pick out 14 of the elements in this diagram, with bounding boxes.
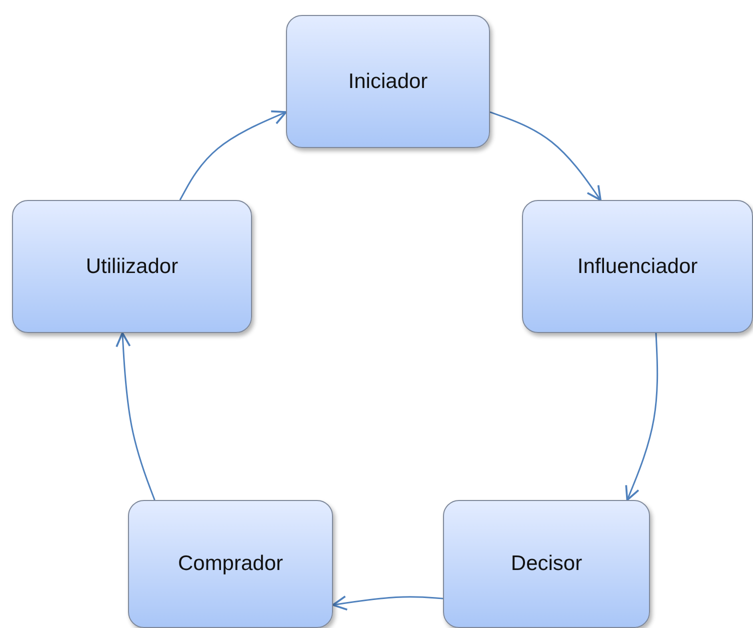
curved-arrow xyxy=(116,332,156,500)
role-box xyxy=(522,200,753,333)
role-label: Iniciador xyxy=(348,70,428,94)
curved-arrow xyxy=(490,111,602,201)
role-label: Decisor xyxy=(510,552,582,576)
role-label: Comprador xyxy=(178,552,284,576)
role-box xyxy=(443,500,650,628)
role-label: Utiliizador xyxy=(86,254,178,278)
curved-arrow xyxy=(625,332,658,501)
role-box xyxy=(128,500,333,628)
role-box xyxy=(286,15,490,148)
role-label: Influenciador xyxy=(577,254,698,278)
curved-arrow xyxy=(332,595,444,611)
role-box xyxy=(12,200,252,333)
